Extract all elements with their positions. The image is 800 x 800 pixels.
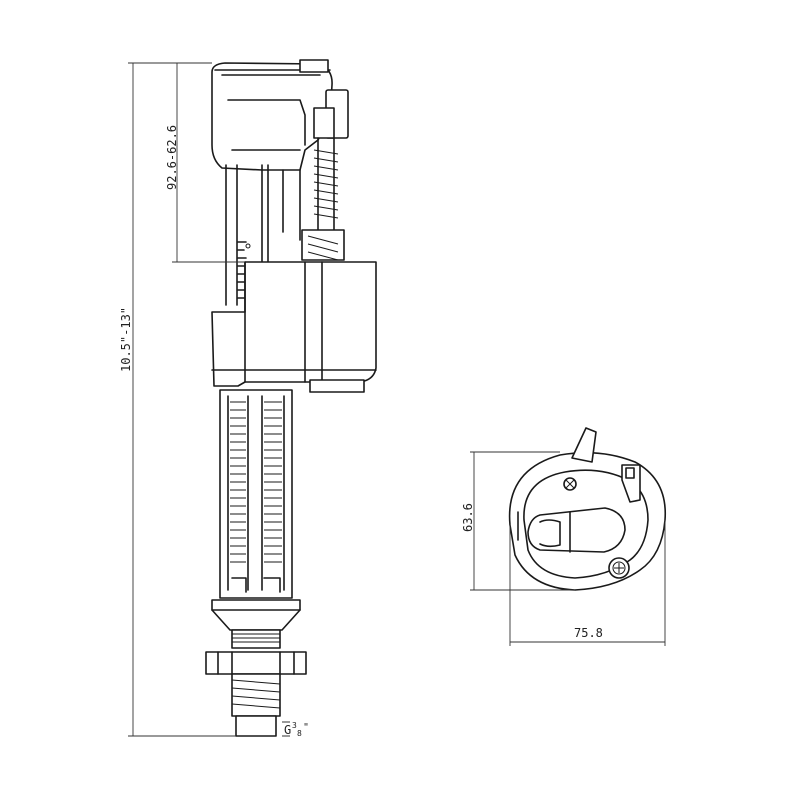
dimension-float-adjust: 92.6-62.6	[165, 62, 245, 263]
fill-valve-side-view	[205, 59, 377, 737]
guide-rods	[225, 164, 301, 306]
valve-top-cap	[211, 59, 333, 171]
head-width-label: 75.8	[574, 626, 603, 640]
thread-unit: "	[303, 722, 309, 733]
adjustment-spring	[301, 89, 349, 261]
thread-denominator: 8	[297, 729, 302, 738]
adjustment-scale	[237, 241, 251, 299]
head-height-label: 63.6	[461, 503, 475, 532]
dimension-total-height: 10.5"-13"	[119, 62, 236, 737]
thread-numerator: 3	[292, 721, 297, 730]
valve-body	[211, 261, 377, 393]
float-adjust-label: 92.6-62.6	[165, 125, 179, 190]
dimension-head-height: 63.6	[461, 451, 575, 591]
base-fitting	[205, 599, 307, 737]
total-height-label: 10.5"-13"	[119, 307, 133, 372]
thread-label: G 3 8 "	[282, 721, 309, 738]
fill-valve-top-view	[508, 427, 667, 591]
thread-letter: G	[284, 723, 291, 737]
dimension-head-width: 75.8	[509, 520, 666, 646]
telescopic-shaft	[219, 389, 293, 599]
